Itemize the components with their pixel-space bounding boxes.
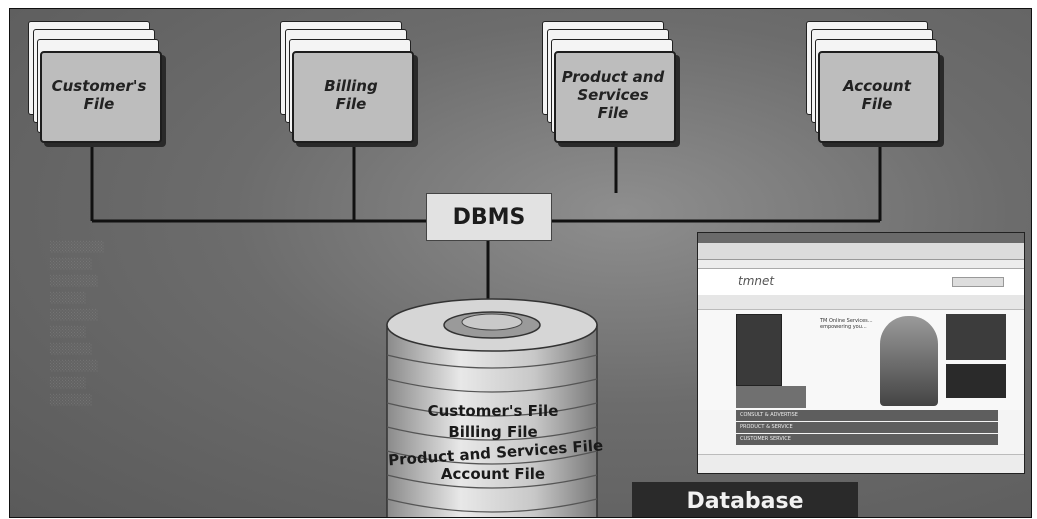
- content-item: Billing File: [448, 423, 538, 441]
- site-footer: [698, 454, 1024, 473]
- folder-label: Account File: [843, 77, 911, 113]
- folder-label: Product and Services File: [561, 68, 665, 122]
- customers-file-folder: Customer's File: [20, 17, 180, 147]
- account-file-folder: Account File: [798, 17, 958, 147]
- folder-label: Billing File: [324, 77, 378, 113]
- content-item: Customer's File: [427, 402, 559, 420]
- content-item: Account File: [440, 465, 546, 483]
- dbms-box: DBMS: [426, 193, 552, 241]
- background-texture: ░░░░░░░░░░░░░░░░░░░░░░░░░░░░░░░░░░░░░░░░…: [50, 242, 105, 406]
- headline-text: TM Online Services... empowering you...: [820, 318, 873, 330]
- browser-toolbar: [698, 243, 1024, 260]
- nav-item: PRODUCT & SERVICE: [736, 422, 998, 433]
- database-caption: Database: [632, 482, 858, 517]
- promo-box-right-lower: [946, 364, 1006, 398]
- site-header: tmnet: [698, 269, 1024, 295]
- site-logo: tmnet: [738, 274, 775, 288]
- nav-item: CUSTOMER SERVICE: [736, 434, 998, 445]
- database-contents: Customer's File Billing File Product and…: [388, 401, 604, 485]
- promo-box-left-lower: [736, 386, 806, 408]
- site-search: [952, 277, 1004, 287]
- website-screenshot: tmnet TM Online Services... empowering y…: [697, 232, 1025, 474]
- promo-box-left: [736, 314, 782, 386]
- browser-title-bar: [698, 233, 1024, 243]
- browser-address-bar: [698, 260, 1024, 269]
- site-nav: CONSULT & ADVERTISE PRODUCT & SERVICE CU…: [736, 410, 998, 445]
- site-tabs: [698, 295, 1024, 310]
- diagram-canvas: ░░░░░░░░░░░░░░░░░░░░░░░░░░░░░░░░░░░░░░░░…: [9, 8, 1032, 518]
- site-body: TM Online Services... empowering you...: [698, 310, 1024, 410]
- promo-box-right: [946, 314, 1006, 360]
- billing-file-folder: Billing File: [272, 17, 432, 147]
- nav-item: CONSULT & ADVERTISE: [736, 410, 998, 421]
- database-cylinder: [386, 298, 598, 517]
- person-photo: [880, 316, 938, 406]
- folder-label: Customer's File: [51, 77, 147, 113]
- product-services-file-folder: Product and Services File: [534, 17, 694, 147]
- connector-lines: [90, 133, 882, 301]
